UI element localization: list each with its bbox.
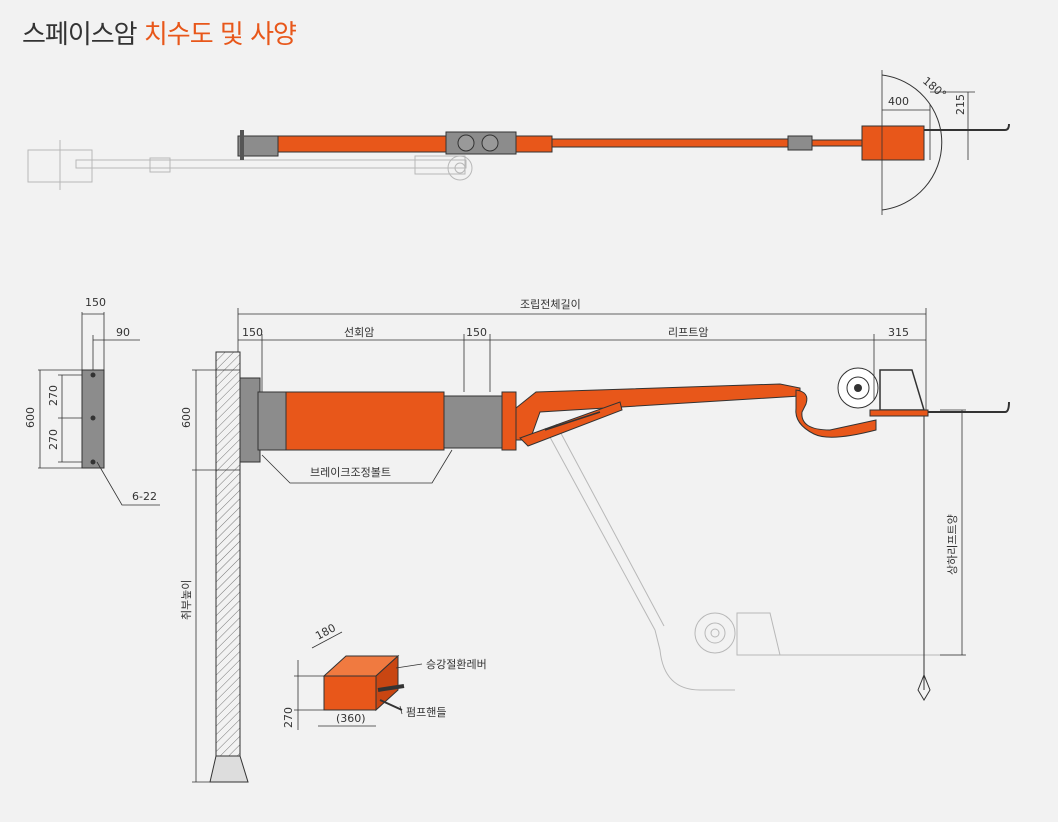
top-dim-400: 400 (888, 95, 909, 108)
side-view: 조립전체길이 150 선회암 150 리프트암 315 600 취부높이 상하리… (180, 298, 1010, 783)
dim-315: 315 (888, 326, 909, 339)
dim-mount-height: 취부높이 (180, 580, 193, 620)
plate-dim-600: 600 (24, 407, 37, 428)
page-title: 스페이스암 치수도 및 사양 (22, 14, 297, 51)
label-brake-bolt: 브레이크조정볼트 (310, 466, 391, 479)
plate-dim-270-bottom: 270 (47, 429, 60, 450)
plate-bolt-spec: 6-22 (132, 490, 157, 503)
pump-dim-360: (360) (336, 712, 366, 725)
pump-dim-180: 180 (313, 621, 338, 642)
label-pump-handle: 펌프핸들 (406, 706, 446, 719)
ghost-arm-top (27, 140, 473, 190)
arm-top (237, 123, 1010, 161)
pump-unit: 180 270 (360) 승강절환레버 펌프핸들 (282, 621, 487, 730)
label-lever: 승강절환레버 (426, 658, 487, 671)
plate-dim-150: 150 (85, 296, 106, 309)
wall-plate-view: 150 90 600 270 270 6-22 (24, 296, 160, 506)
dim-150-b: 150 (466, 326, 487, 339)
top-view: 400 215 180° (27, 70, 1010, 215)
dim-swing-arm: 선회암 (344, 326, 374, 339)
top-dim-215: 215 (954, 94, 967, 115)
dim-600-side: 600 (180, 407, 193, 428)
dim-lift-arm: 리프트암 (668, 326, 708, 339)
plate-dim-270-top: 270 (47, 385, 60, 406)
dim-150-a: 150 (242, 326, 263, 339)
dim-lift-stroke: 상하리프트양 (945, 514, 959, 575)
ghost-arm-side (544, 423, 965, 691)
pump-dim-270: 270 (282, 707, 295, 728)
plate-dim-90: 90 (116, 326, 130, 339)
title-main: 스페이스암 (22, 20, 138, 50)
title-accent: 치수도 및 사양 (143, 20, 297, 50)
dim-total-length: 조립전체길이 (520, 298, 581, 311)
